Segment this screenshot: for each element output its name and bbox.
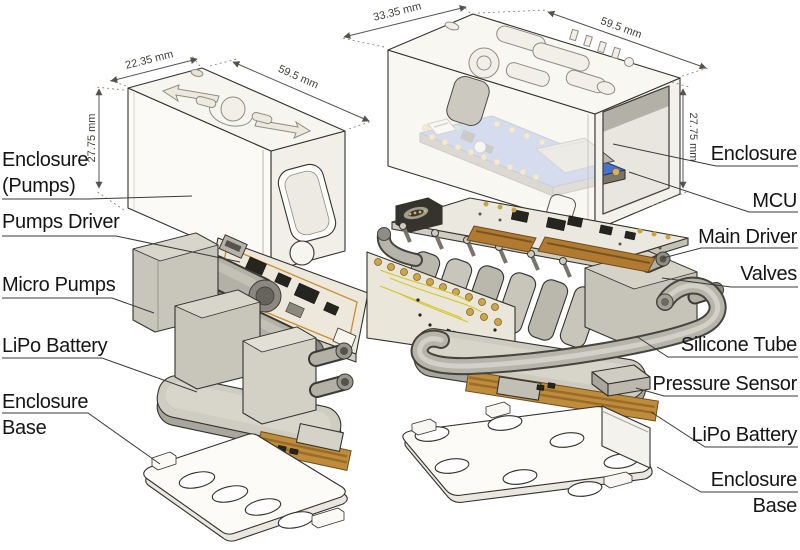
label-text: Enclosure [710,143,798,165]
label-text: Pumps Driver [2,211,120,233]
label-text: Micro Pumps [2,274,116,296]
label-text: Enclosure [2,391,89,413]
left-enclosure-base-drawing [143,433,348,542]
leader-lines [2,143,798,493]
board-component [496,376,542,401]
label-micro-pumps: Micro Pumps [2,272,116,298]
label-text: LiPo Battery [2,335,108,357]
base-clip [311,507,345,529]
label-text: Main Driver [698,226,797,248]
label-lipo-battery-right: LiPo Battery [691,422,798,448]
dim-right-width: 59.5 mm [599,15,643,41]
dim-right-height: 27.75 mm [687,113,699,162]
label-mcu: MCU [752,188,797,214]
dim-left-depth: 22.35 mm [124,48,174,71]
label-text: Silicone Tube [680,334,797,356]
top-arrow-right [254,119,312,139]
pressure-sensor-drawing [591,364,651,397]
label-pressure-sensor: Pressure Sensor [652,371,798,397]
dim-left-height: 27.75 mm [86,114,98,163]
label-text: Enclosure [2,149,89,171]
label-text: MCU [752,190,797,212]
left-battery-connector [295,423,344,452]
label-main-driver: Main Driver [698,224,797,250]
label-text: LiPo Battery [691,424,798,446]
label-text: Base [752,495,798,517]
dim-right-depth: 33.35 mm [372,0,422,23]
label-text: Pressure Sensor [652,373,798,395]
base-back-wall [601,405,651,469]
front-notch-circle [289,240,315,266]
top-boss [220,96,246,122]
enclosure-side-window [446,75,490,127]
dim-left-width: 59.5 mm [276,63,320,91]
valves-drawing [366,222,724,361]
label-enclosure-base-left: Enclosure Base [2,389,89,441]
label-text: (Pumps) [2,175,76,197]
label-text: Base [2,417,47,439]
base-clip [485,401,511,419]
base-clip [411,418,437,436]
silicone-tube-drawing [410,276,727,376]
manifold-copper-block [466,225,656,273]
label-pumps-driver: Pumps Driver [2,209,120,235]
label-enclosure-base-right: Enclosure Base [710,467,798,519]
label-text: Valves [740,263,797,285]
base-clip [151,451,177,471]
label-text: Enclosure [710,469,798,491]
base-clip [603,471,633,489]
valve-pcb-pads [374,258,502,326]
label-enclosure-pumps: Enclosure (Pumps) [2,147,89,199]
label-valves: Valves [740,261,797,287]
micro-pumps-drawing [132,232,354,425]
label-silicone-tube: Silicone Tube [681,332,797,358]
label-lipo-battery-left: LiPo Battery [2,333,108,359]
label-enclosure-right: Enclosure [710,141,798,167]
right-enclosure-base-drawing [402,401,653,503]
